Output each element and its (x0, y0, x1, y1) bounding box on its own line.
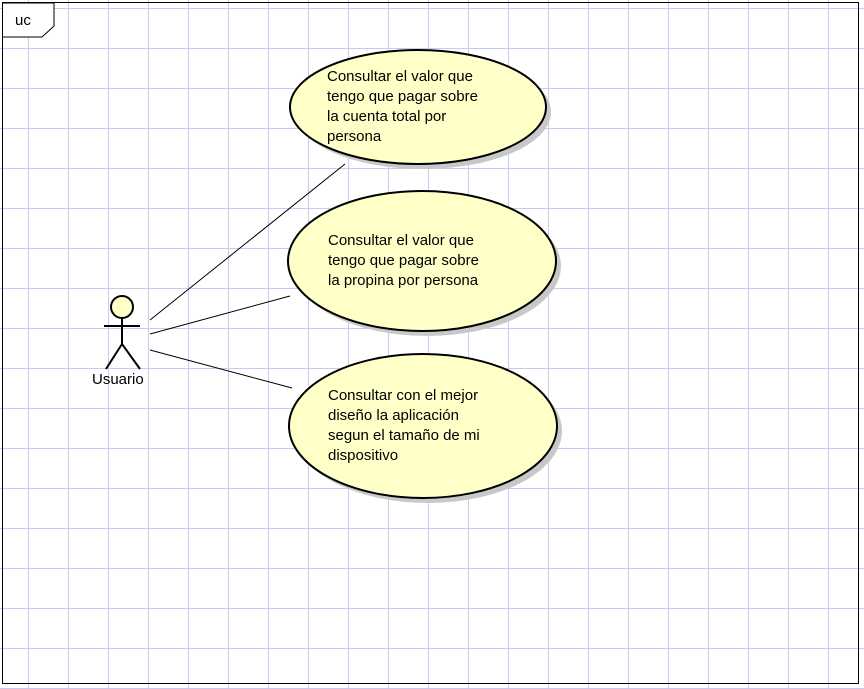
actor-right-leg (121, 343, 141, 370)
actor-label: Usuario (92, 371, 144, 388)
actor-head (110, 295, 134, 319)
association-line-3[interactable] (149, 349, 293, 389)
use-case-1[interactable] (289, 49, 547, 165)
actor-figure[interactable] (104, 295, 141, 370)
frame-tag-shape (3, 2, 55, 38)
frame-tag: uc (15, 12, 31, 29)
actor-left-leg (105, 343, 123, 370)
association-line-1[interactable] (149, 163, 346, 321)
use-case-2-label: Consultar el valor que tengo que pagar s… (328, 232, 479, 289)
use-case-1-label: Consultar el valor que tengo que pagar s… (327, 68, 478, 145)
use-case-3[interactable] (288, 353, 558, 499)
association-line-2[interactable] (149, 295, 291, 335)
use-case-3-label: Consultar con el mejor diseño la aplicac… (328, 387, 480, 464)
use-case-2[interactable] (287, 190, 557, 332)
